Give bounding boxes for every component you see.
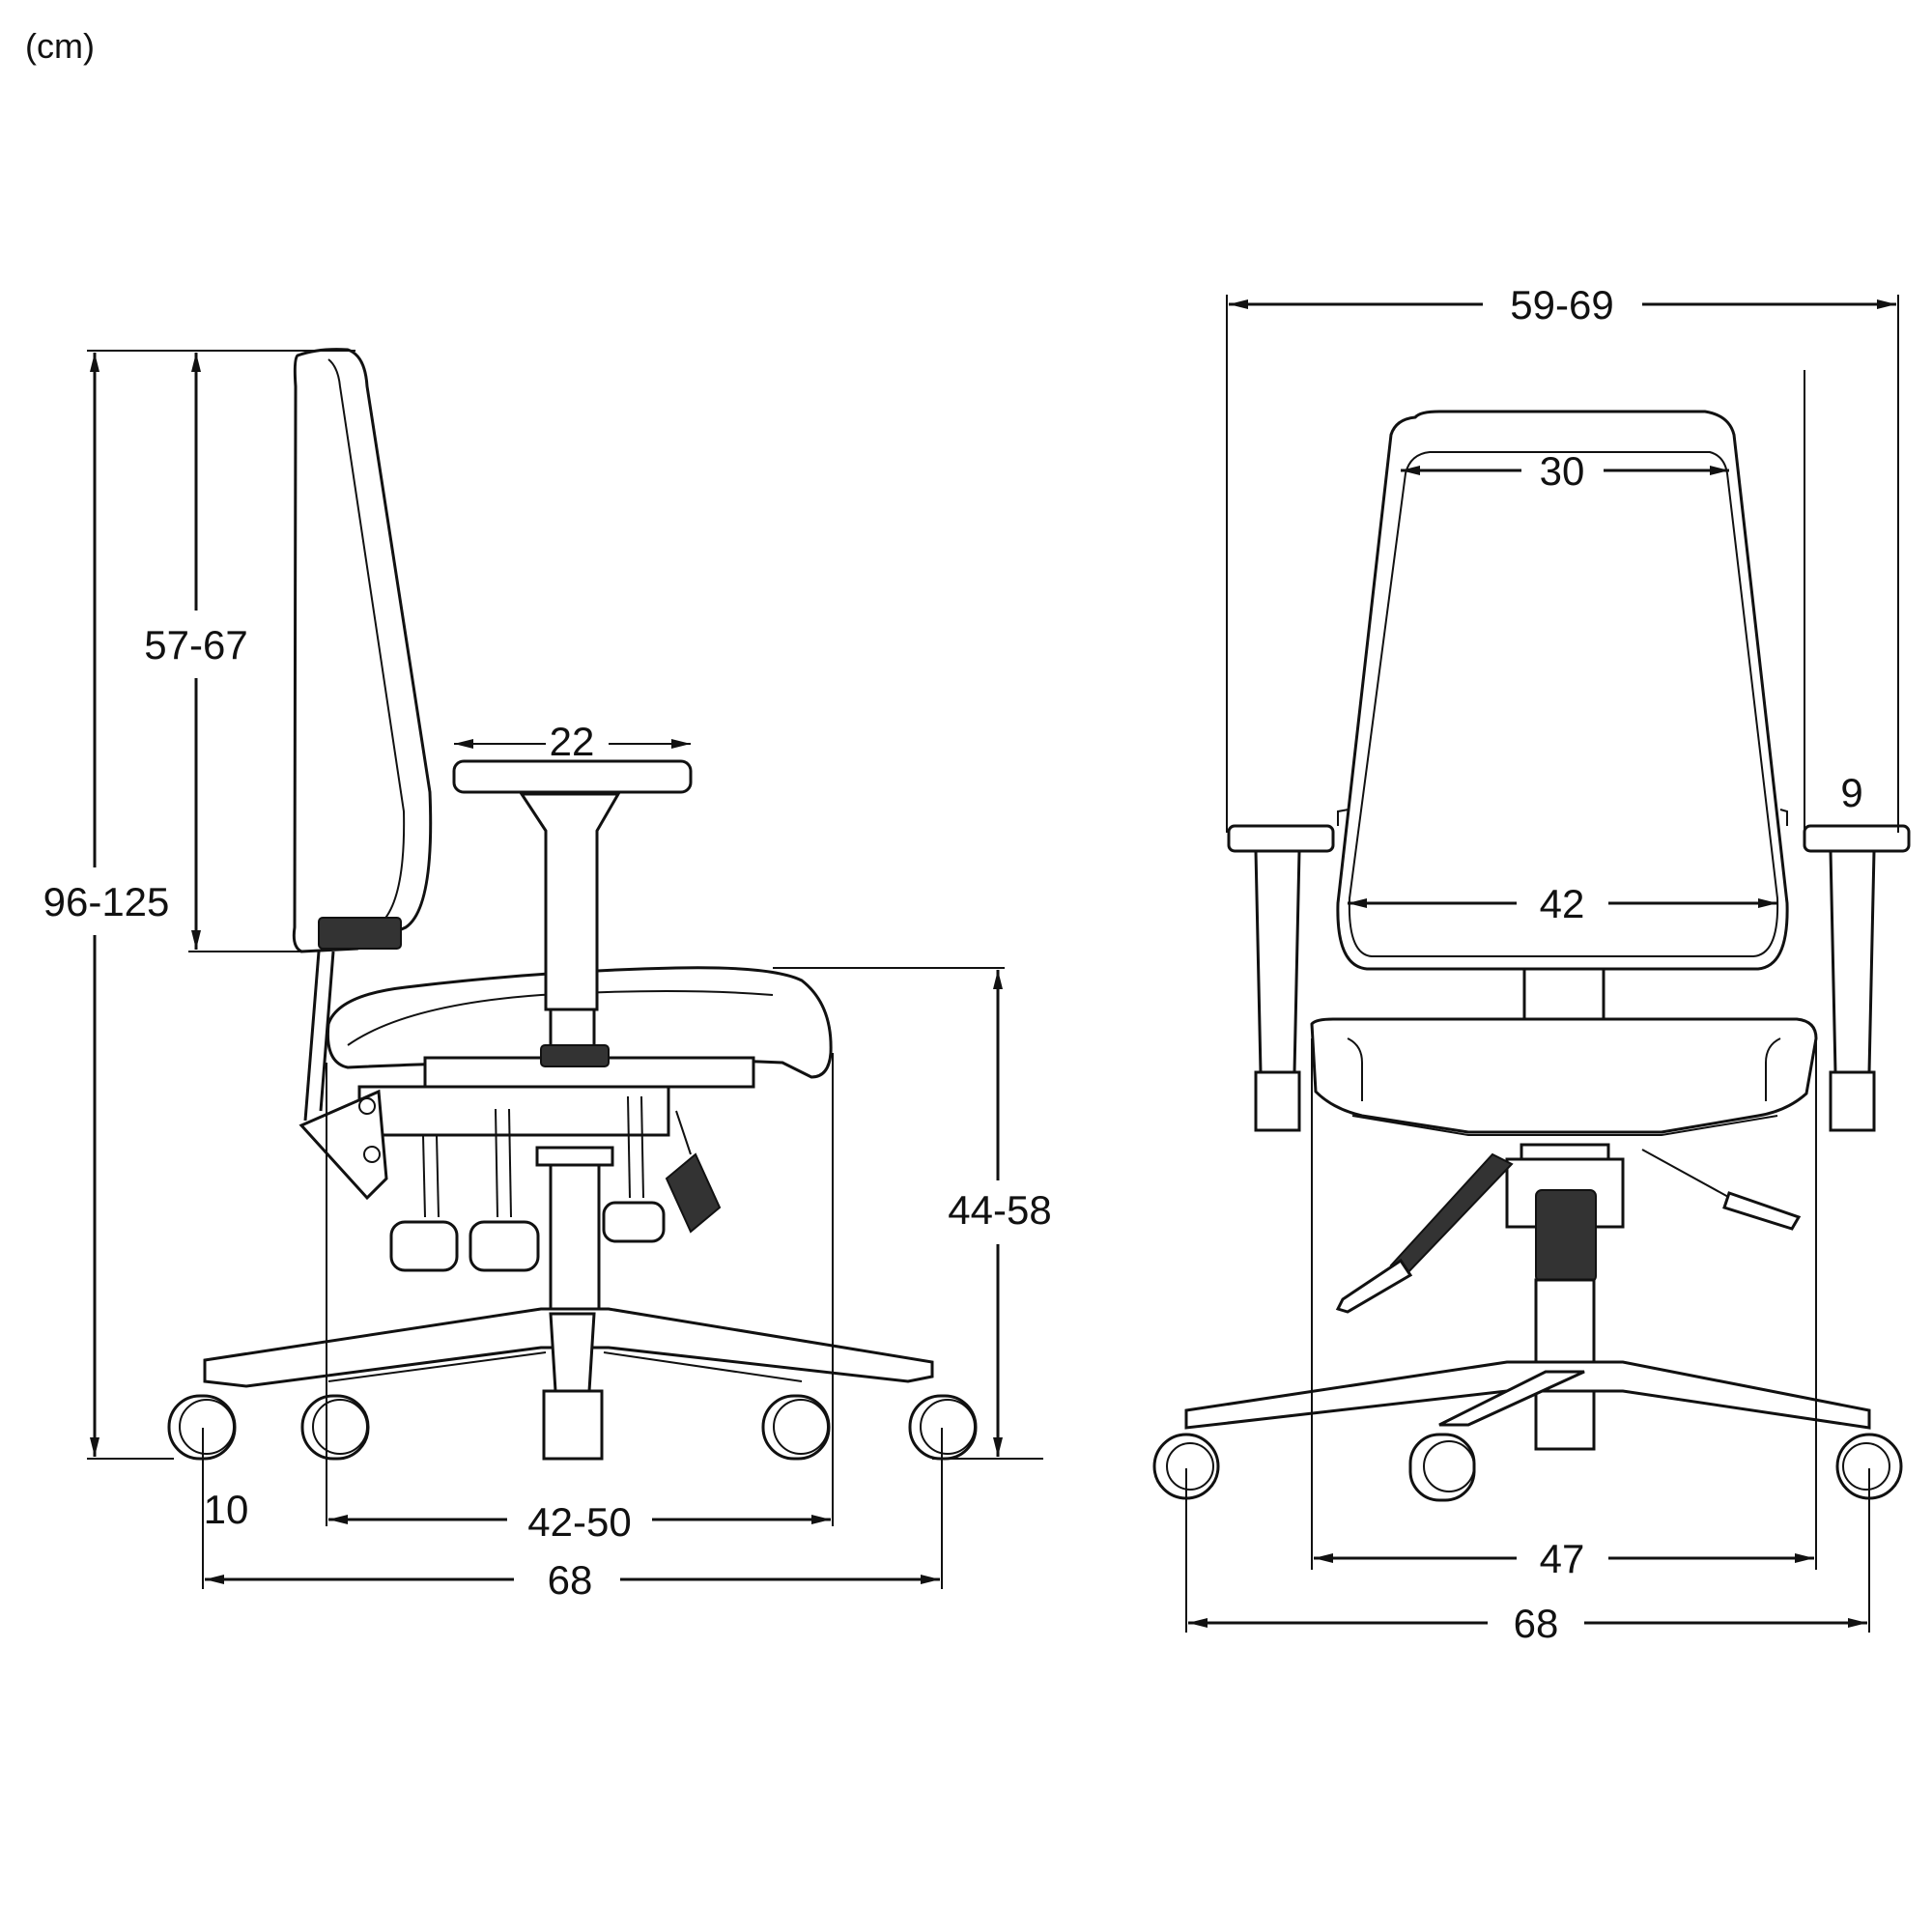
side-view-base [203, 1307, 934, 1461]
base-offset-label: 10 [204, 1487, 249, 1532]
side-view-casters [167, 1394, 978, 1461]
base-width-label: 68 [1514, 1601, 1559, 1646]
front-view-casters [1152, 1433, 1903, 1502]
side-view: 96-125 57-67 22 44-58 42-50 10 [43, 348, 1052, 1603]
front-view: 59-69 30 42 9 47 68 [1152, 282, 1911, 1646]
front-view-base [1184, 1360, 1871, 1430]
side-view-chair-outline [167, 348, 978, 1461]
seat-depth-label: 42-50 [527, 1499, 631, 1545]
side-view-dimensions: 96-125 57-67 22 44-58 42-50 10 [43, 350, 1052, 1603]
side-view-armrest [452, 759, 693, 1067]
seat-height-label: 44-58 [948, 1187, 1051, 1233]
base-depth-label: 68 [548, 1557, 593, 1603]
backrest-width-label: 42 [1540, 881, 1585, 926]
backrest-height-label: 57-67 [144, 622, 247, 668]
overall-width-label: 59-69 [1510, 282, 1613, 327]
front-view-armrests [1227, 824, 1911, 1132]
front-view-dimensions: 59-69 30 42 9 47 68 [1185, 282, 1899, 1646]
overall-height-label: 96-125 [43, 879, 170, 924]
side-view-levers [389, 1095, 722, 1272]
front-view-chair-outline [1152, 410, 1911, 1502]
seat-width-label: 47 [1540, 1536, 1585, 1581]
backrest-top-width-label: 30 [1540, 448, 1585, 494]
armrest-length-label: 22 [550, 719, 595, 764]
unit-label: (cm) [25, 26, 95, 66]
armrest-width-label: 9 [1840, 770, 1862, 815]
